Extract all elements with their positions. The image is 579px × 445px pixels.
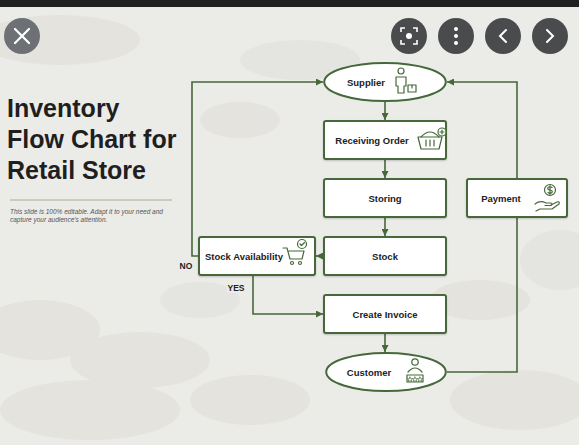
- node-text: Stock: [372, 251, 398, 262]
- flow-connector: [384, 218, 386, 236]
- flow-connector: [192, 82, 323, 256]
- flow-connector: [384, 102, 386, 120]
- process-box: Payment: [466, 178, 568, 218]
- process-box: Storing: [323, 178, 447, 218]
- node-text: Storing: [368, 193, 401, 204]
- supplier-icon: [396, 68, 416, 93]
- viewer-buttons: [4, 18, 568, 54]
- slide-caption: This slide is 100% editable. Adapt it to…: [10, 208, 182, 224]
- node-text: Receiving Order: [335, 135, 408, 146]
- basket-icon: [418, 128, 446, 149]
- process-box: Create Invoice: [323, 294, 447, 334]
- title-text: Inventory Flow Chart for Retail Store: [7, 94, 176, 184]
- ellipse-outline: [323, 62, 447, 102]
- chart-title: Inventory Flow Chart for Retail Store: [7, 93, 179, 186]
- customer-icon: [407, 359, 423, 382]
- node-text: Create Invoice: [353, 309, 418, 320]
- node-text: Payment: [481, 193, 521, 204]
- node-text: Supplier: [347, 77, 385, 88]
- supplier-ellipse: Supplier: [323, 62, 447, 102]
- node-text: Customer: [347, 367, 391, 378]
- edge-label: NO: [179, 261, 194, 271]
- caption-text: This slide is 100% editable. Adapt it to…: [10, 208, 163, 223]
- edge-label: YES: [227, 283, 246, 293]
- flow-connector: [447, 82, 517, 178]
- flow-connector: [384, 160, 386, 178]
- payment-icon: [535, 185, 559, 212]
- process-box: Stock: [323, 236, 447, 276]
- flow-connector: [447, 218, 517, 372]
- customer-ellipse: Customer: [325, 352, 447, 392]
- cart-icon: [283, 240, 307, 265]
- process-box: Receiving Order: [323, 120, 447, 160]
- flow-connector: [316, 255, 323, 257]
- flow-connector: [384, 334, 386, 352]
- node-text: Stock Availability: [205, 251, 283, 262]
- flow-connector: [253, 276, 323, 314]
